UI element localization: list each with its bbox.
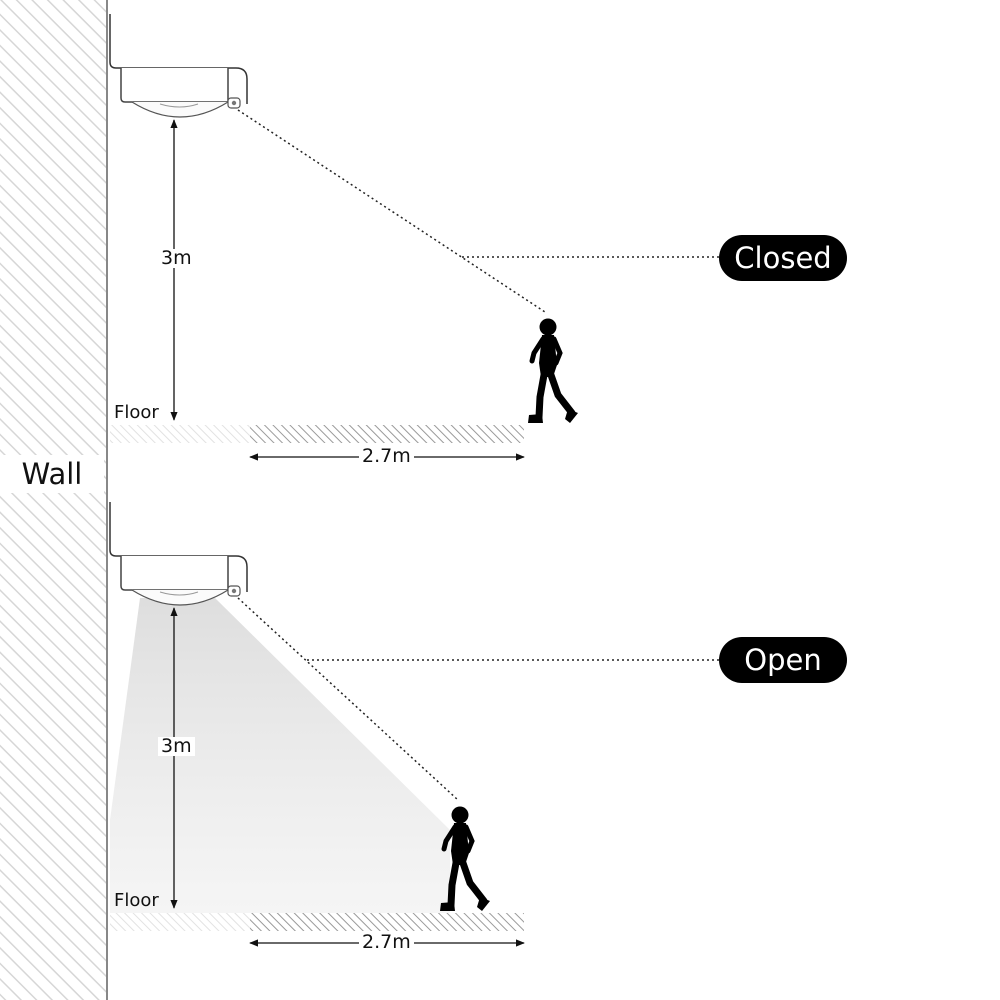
state-badge-open: Open — [719, 637, 847, 683]
state-badge-label: Open — [744, 643, 822, 677]
light-beam — [110, 598, 450, 925]
state-badge-label: Closed — [734, 241, 832, 275]
floor-near-wall — [110, 425, 250, 443]
state-badge-closed: Closed — [719, 235, 847, 281]
walking-person-icon — [528, 319, 578, 424]
wall-label: Wall — [0, 455, 104, 493]
panel-open — [109, 501, 720, 947]
floor-label: Floor — [114, 890, 159, 911]
floor-detection-zone — [250, 913, 524, 931]
panel-closed — [109, 13, 720, 461]
lamp-icon — [109, 501, 248, 606]
height-label: 3m — [158, 737, 195, 756]
floor-label: Floor — [114, 402, 159, 423]
distance-label: 2.7m — [359, 933, 414, 952]
floor-detection-zone — [250, 425, 524, 443]
sensor-detection-line — [237, 109, 546, 313]
height-label: 3m — [158, 249, 195, 268]
distance-label: 2.7m — [359, 447, 414, 466]
floor-near-wall — [110, 913, 250, 931]
wall-hatching — [0, 0, 107, 1000]
lamp-icon — [109, 13, 248, 118]
